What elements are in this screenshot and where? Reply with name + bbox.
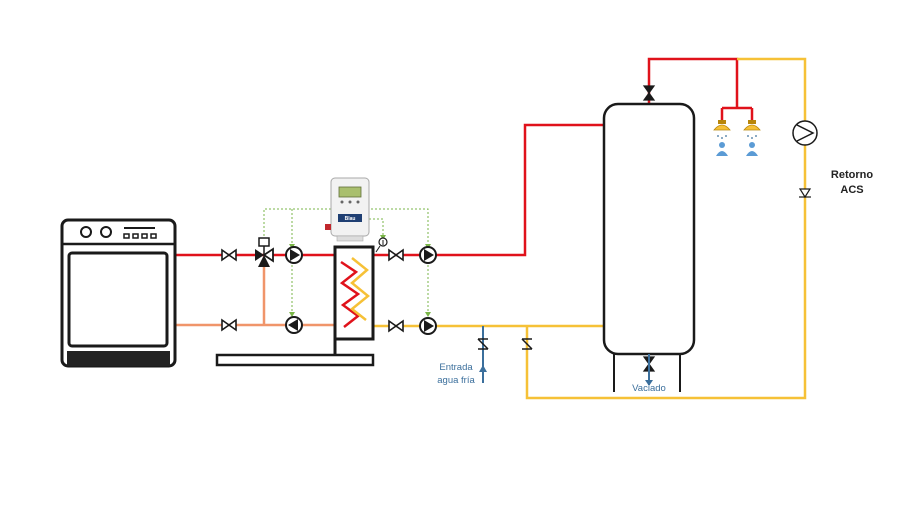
- controller-unit-icon[interactable]: Blau: [325, 177, 370, 242]
- circulator-pump-icon[interactable]: [419, 317, 437, 335]
- gate-valve-icon[interactable]: [388, 319, 404, 333]
- check-valve-icon[interactable]: [521, 338, 533, 350]
- vaciado-label: Vaciado: [632, 383, 666, 394]
- dhw-storage-tank-icon: [602, 102, 696, 392]
- gate-valve-icon[interactable]: [221, 318, 237, 332]
- circulator-pump-icon[interactable]: [792, 120, 818, 146]
- arrow-up-icon: [479, 365, 487, 372]
- plate-heat-exchanger-icon: [215, 245, 375, 367]
- check-valve-icon[interactable]: [798, 188, 812, 199]
- gate-valve-icon[interactable]: [642, 85, 656, 101]
- circulator-pump-icon[interactable]: [285, 246, 303, 264]
- controller-brand-label: Blau: [345, 216, 356, 222]
- pipe-network: [176, 57, 807, 400]
- dhw-outlet-pipe: [647, 57, 739, 108]
- shower-tap-icon[interactable]: [713, 120, 731, 156]
- circulator-pump-icon[interactable]: [285, 316, 303, 334]
- temperature-sensor-icon: [375, 237, 388, 253]
- boiler-icon: [60, 218, 177, 368]
- arrow-down-icon: [645, 380, 653, 386]
- gate-valve-icon[interactable]: [221, 248, 237, 262]
- gate-valve-icon[interactable]: [388, 248, 404, 262]
- entrada-label-line2: agua fría: [437, 375, 475, 386]
- secondary-supply-pipe: [373, 123, 604, 257]
- three-way-mixing-valve-icon[interactable]: [255, 237, 274, 267]
- retorno-label-line1: Retorno: [831, 169, 873, 181]
- check-valve-icon[interactable]: [477, 338, 489, 350]
- entrada-label-line1: Entrada: [439, 362, 473, 373]
- shower-tap-icon[interactable]: [743, 120, 761, 156]
- circulator-pump-icon[interactable]: [419, 246, 437, 264]
- retorno-label-line2: ACS: [840, 184, 863, 196]
- recirculation-loop-pipe: [525, 57, 807, 400]
